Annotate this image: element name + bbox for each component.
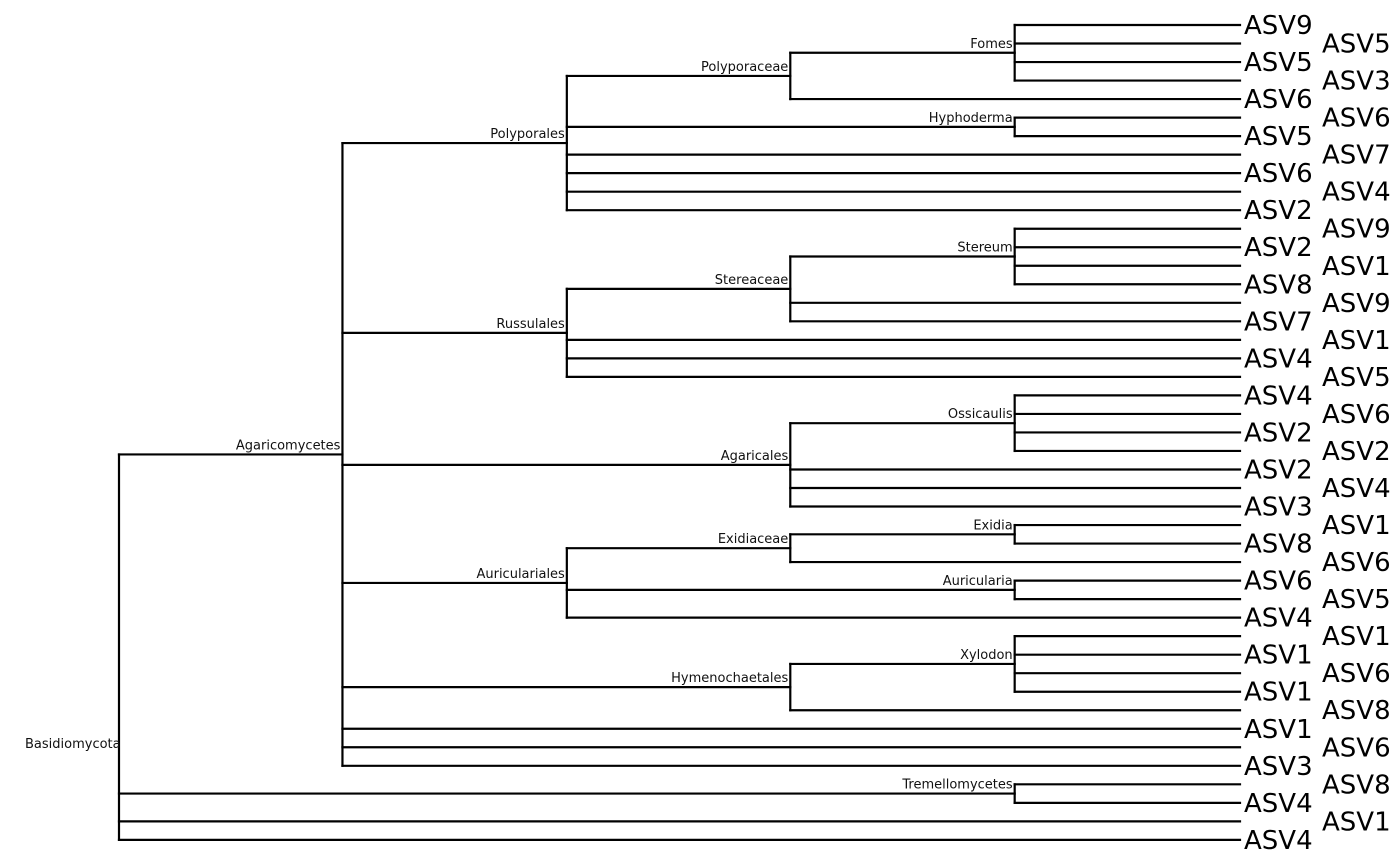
tip-label: ASV8: [1244, 270, 1313, 300]
clade-label: Polyporaceae: [701, 60, 788, 75]
clade-label: Auriculariales: [476, 567, 565, 582]
clade-label: Ossicaulis: [948, 407, 1013, 422]
tip-label: ASV1: [1244, 678, 1313, 708]
tip-label: ASV7: [1322, 141, 1391, 171]
clade-label: Basidiomycota: [25, 737, 121, 752]
tip-label: ASV8: [1322, 696, 1391, 726]
clade-label: Xylodon: [960, 648, 1013, 663]
clade-label: Polyporales: [490, 127, 565, 142]
tip-label: ASV3: [1244, 493, 1313, 523]
tip-label: ASV9: [1322, 215, 1391, 245]
tip-label: ASV5: [1322, 30, 1391, 60]
tip-label: ASV4: [1244, 826, 1313, 856]
tip-label: ASV2: [1244, 455, 1313, 485]
clade-label: Fomes: [970, 37, 1013, 52]
tip-label: ASV2: [1244, 233, 1313, 263]
tip-label: ASV4: [1322, 474, 1391, 504]
clade-label: Exidia: [973, 518, 1012, 533]
tip-label: ASV6: [1244, 85, 1313, 115]
clade-label: Agaricales: [721, 449, 789, 464]
tip-label: ASV1: [1244, 715, 1313, 745]
clade-label: Agaricomycetes: [236, 438, 341, 453]
clade-label: Russulales: [496, 317, 565, 332]
tip-label: ASV2: [1244, 418, 1313, 448]
tip-label: ASV4: [1322, 178, 1391, 208]
clade-label: Hyphoderma: [929, 111, 1013, 126]
tip-label: ASV4: [1244, 789, 1313, 819]
tip-label: ASV8: [1244, 530, 1313, 560]
tip-label: ASV5: [1244, 48, 1313, 78]
tip-label: ASV5: [1322, 363, 1391, 393]
tip-label: ASV6: [1322, 659, 1391, 689]
tip-label: ASV4: [1244, 604, 1313, 634]
tip-label: ASV8: [1322, 770, 1391, 800]
clade-label: Hymenochaetales: [671, 671, 788, 686]
tip-label: ASV9: [1322, 289, 1391, 319]
tip-label: ASV1: [1322, 511, 1391, 541]
tip-label: ASV6: [1322, 400, 1391, 430]
tip-label: ASV1: [1322, 807, 1391, 837]
tip-label: ASV6: [1322, 548, 1391, 578]
tip-label: ASV6: [1322, 733, 1391, 763]
tip-label: ASV2: [1244, 196, 1313, 226]
tip-label: ASV1: [1322, 252, 1391, 282]
tip-label: ASV3: [1244, 752, 1313, 782]
tip-label: ASV5: [1322, 585, 1391, 615]
clade-label: Stereum: [957, 241, 1012, 256]
tip-label: ASV1: [1322, 326, 1391, 356]
tip-label: ASV3: [1322, 67, 1391, 97]
tip-label: ASV7: [1244, 307, 1313, 337]
clade-label: Auricularia: [943, 574, 1013, 589]
tip-label: ASV6: [1322, 104, 1391, 134]
tip-label: ASV5: [1244, 122, 1313, 152]
clade-label: Stereaceae: [715, 273, 788, 288]
tip-label: ASV1: [1244, 641, 1313, 671]
clade-label: Exidiaceae: [718, 532, 788, 547]
tip-label: ASV4: [1244, 344, 1313, 374]
tip-label: ASV6: [1244, 567, 1313, 597]
tip-label: ASV1: [1322, 622, 1391, 652]
tip-label: ASV9: [1244, 11, 1313, 41]
tip-label: ASV2: [1322, 437, 1391, 467]
tip-label: ASV6: [1244, 159, 1313, 189]
clade-label: Tremellomycetes: [901, 778, 1013, 793]
tip-label: ASV4: [1244, 381, 1313, 411]
